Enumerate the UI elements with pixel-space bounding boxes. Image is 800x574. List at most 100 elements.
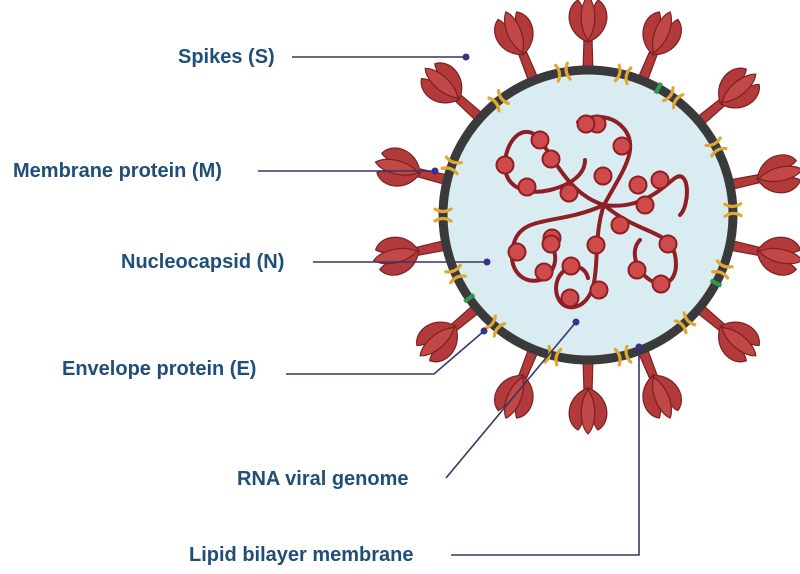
spike-proteins xyxy=(372,0,800,435)
membrane-protein-left xyxy=(624,344,633,364)
membrane-protein-right xyxy=(444,155,463,165)
rna-genome-leader-line xyxy=(445,321,577,479)
envelope-protein-leader xyxy=(286,327,488,375)
membrane-protein xyxy=(711,259,734,280)
membrane-protein-right xyxy=(433,207,453,214)
membrane-protein-left xyxy=(487,96,501,113)
nucleocapsid-leader-dot xyxy=(483,258,491,266)
membrane-protein-left xyxy=(440,166,459,176)
spike-head-center xyxy=(652,376,672,419)
spike-head-center xyxy=(419,326,455,357)
spike-head-center xyxy=(758,165,800,183)
membrane-protein xyxy=(433,207,453,223)
spikes-leader-dot xyxy=(462,53,470,61)
lipid-bilayer-leader xyxy=(451,343,643,556)
spike-protein xyxy=(635,11,682,87)
membrane-protein-left xyxy=(682,311,697,327)
membrane-protein-left xyxy=(449,274,467,285)
rna-strand xyxy=(602,203,678,294)
envelope-protein-leader-line xyxy=(286,330,485,375)
spike-head-center xyxy=(721,73,757,104)
envelope-protein-mark xyxy=(709,278,723,288)
spike-head-center xyxy=(504,11,524,54)
spike-head-center xyxy=(580,0,596,42)
membrane-protein xyxy=(444,263,467,285)
spike-protein xyxy=(635,343,682,419)
membrane-protein-left xyxy=(492,322,507,338)
nucleocapsid-bead xyxy=(651,274,671,294)
membrane-protein-right xyxy=(564,61,572,81)
membrane-protein-left xyxy=(662,86,675,103)
spike-protein xyxy=(691,300,760,363)
nucleocapsid-bead xyxy=(560,288,580,308)
membrane-protein-left xyxy=(433,216,453,223)
membrane-protein xyxy=(723,202,743,218)
membrane-protein-leader xyxy=(258,167,439,175)
rna-strands xyxy=(495,114,689,310)
membrane-protein-right xyxy=(710,146,728,158)
nucleocapsid-bead xyxy=(530,130,550,150)
membrane-protein-right xyxy=(613,347,622,367)
membrane-protein xyxy=(662,86,685,110)
membrane-protein-left xyxy=(704,136,722,148)
nucleocapsid-bead xyxy=(610,215,630,235)
nucleocapsid-bead xyxy=(534,262,554,282)
envelope-protein-mark xyxy=(463,293,476,304)
virus-body xyxy=(433,61,743,367)
nucleocapsid-bead xyxy=(576,114,596,134)
membrane-protein-right xyxy=(624,66,633,86)
nucleocapsid-bead xyxy=(628,175,648,195)
spike-protein xyxy=(724,236,800,276)
nucleocapsid-bead xyxy=(507,242,527,262)
rna-strand xyxy=(554,203,609,310)
envelope-protein xyxy=(463,293,476,304)
spike-protein xyxy=(494,343,541,419)
nucleocapsid-bead xyxy=(559,183,579,203)
envelope-protein-mark xyxy=(653,81,663,95)
membrane-protein xyxy=(553,61,572,83)
spike-head-center xyxy=(424,67,459,99)
membrane-protein-right xyxy=(444,263,463,274)
spike-protein xyxy=(568,0,608,75)
membrane-protein-right xyxy=(711,270,730,280)
nucleocapsid-bead xyxy=(561,256,581,276)
nucleocapsid-bead xyxy=(658,234,678,254)
nucleocapsid-bead xyxy=(635,195,655,215)
membrane-protein xyxy=(487,89,510,113)
lipid-bilayer-leader-dot xyxy=(635,343,643,351)
nucleocapsid-bead xyxy=(517,177,537,197)
membrane-protein-label: Membrane protein (M) xyxy=(13,160,222,182)
spike-protein xyxy=(724,154,800,194)
nucleocapsid-bead xyxy=(612,136,632,156)
membrane-protein-right xyxy=(483,314,497,330)
rna-strand xyxy=(576,114,633,207)
rna-genome-leader xyxy=(445,318,580,479)
nucleocapsid-bead xyxy=(541,149,561,169)
membrane-protein-left xyxy=(613,63,622,83)
membrane-protein-left xyxy=(554,347,563,367)
spikes-label: Spikes (S) xyxy=(178,46,275,68)
spike-head-center xyxy=(372,247,418,265)
nucleocapsid-bead xyxy=(495,155,515,175)
rna-genome-leader-dot xyxy=(572,318,580,326)
nucleocapsid-bead xyxy=(541,234,561,254)
envelope-protein xyxy=(653,81,663,95)
rna-strand-path xyxy=(602,174,689,217)
spikes-leader xyxy=(292,53,470,61)
spike-protein xyxy=(568,355,608,435)
membrane-protein-left xyxy=(723,202,743,209)
lipid-bilayer-leader-line xyxy=(451,347,640,556)
membrane-protein xyxy=(613,63,633,86)
envelope-protein-label: Envelope protein (E) xyxy=(62,358,257,380)
rna-strand-path xyxy=(509,203,606,283)
rna-strand xyxy=(602,170,689,217)
spike-head-center xyxy=(580,388,596,435)
membrane-protein xyxy=(613,344,633,367)
membrane-protein-right xyxy=(496,89,510,105)
membrane-protein-left xyxy=(553,63,562,83)
nucleocapsid-bead xyxy=(650,170,670,190)
spike-head-center xyxy=(721,326,757,357)
leader-lines xyxy=(258,53,643,556)
